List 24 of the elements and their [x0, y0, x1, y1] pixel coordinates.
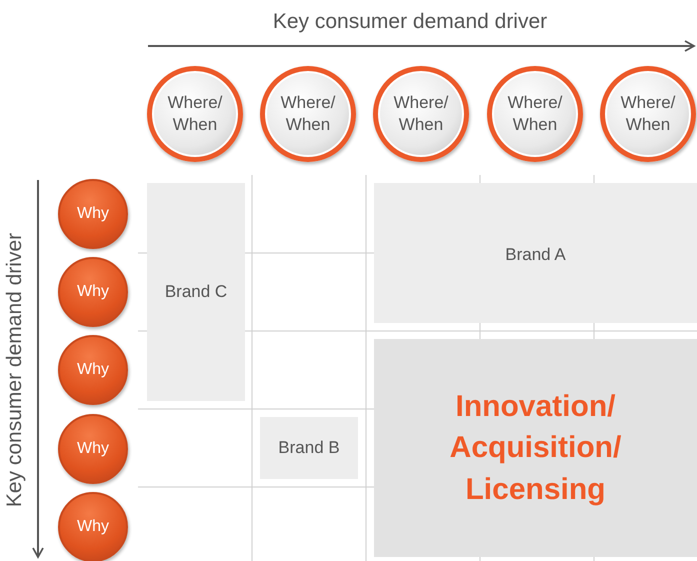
node-label: Why	[77, 440, 109, 458]
area-label: Brand A	[505, 244, 566, 266]
node-label: Why	[77, 518, 109, 536]
area-label: Innovation/ Acquisition/ Licensing	[448, 388, 622, 508]
node-label: Why	[77, 283, 109, 301]
shaded-area	[374, 183, 697, 323]
node-label: Where/ When	[280, 92, 336, 136]
area-label: Brand C	[164, 281, 228, 304]
node-label: Why	[77, 361, 109, 379]
axis-label: Key consumer demand driver	[272, 10, 548, 34]
row-circle	[58, 492, 128, 561]
node-label: Where/ When	[620, 92, 676, 136]
row-circle	[58, 257, 128, 327]
highlight-area	[374, 339, 697, 557]
node-label: Where/ When	[392, 92, 450, 136]
area-label: Brand B	[278, 437, 340, 460]
axis-label: Key consumer demand driver	[3, 232, 27, 508]
node-label: Where/ When	[166, 92, 224, 136]
node-label: Where/ When	[506, 92, 564, 136]
row-circle	[58, 335, 128, 405]
row-circle	[58, 179, 128, 249]
shaded-area	[147, 183, 245, 401]
node-label: Why	[77, 205, 109, 223]
row-circle	[58, 414, 128, 484]
